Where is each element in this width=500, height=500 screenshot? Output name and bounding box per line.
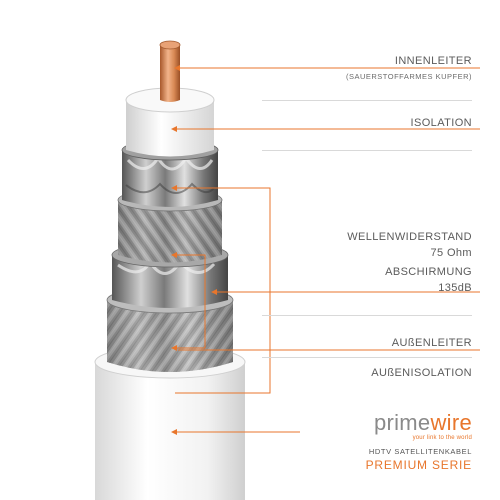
separator xyxy=(262,357,472,358)
label-impedance-title: WELLENWIDERSTAND xyxy=(347,231,472,243)
callout-lines xyxy=(175,67,480,433)
copper-conductor xyxy=(159,40,181,102)
label-impedance-value: 75 Ohm xyxy=(430,247,472,259)
callout-arrowheads xyxy=(171,65,217,435)
brand-tagline: your link to the world xyxy=(412,435,472,441)
label-shielding-value: 135dB xyxy=(438,282,472,294)
brand-product-line: HDTV SATELLITENKABEL xyxy=(368,447,472,456)
brand-series: PREMIUM SERIE xyxy=(365,458,472,472)
label-inner-conductor: INNENLEITER xyxy=(394,55,472,67)
label-outer-insulation: AUßENISOLATION xyxy=(371,367,472,379)
separator xyxy=(262,315,472,316)
separator xyxy=(262,100,472,101)
brand-logo: primewire xyxy=(366,412,472,434)
brand-block: primewire your link to the world HDTV SA… xyxy=(365,412,472,473)
label-outer-conductor: AUßENLEITER xyxy=(391,337,472,349)
brand-name-part1: prime xyxy=(373,410,431,435)
separator xyxy=(262,150,472,151)
label-shielding-title: ABSCHIRMUNG xyxy=(385,266,472,278)
label-inner-conductor-note: (SAUERSTOFFARMES KUPFER) xyxy=(345,72,472,81)
brand-name-part2: wire xyxy=(430,410,472,435)
label-insulation: ISOLATION xyxy=(410,117,472,129)
